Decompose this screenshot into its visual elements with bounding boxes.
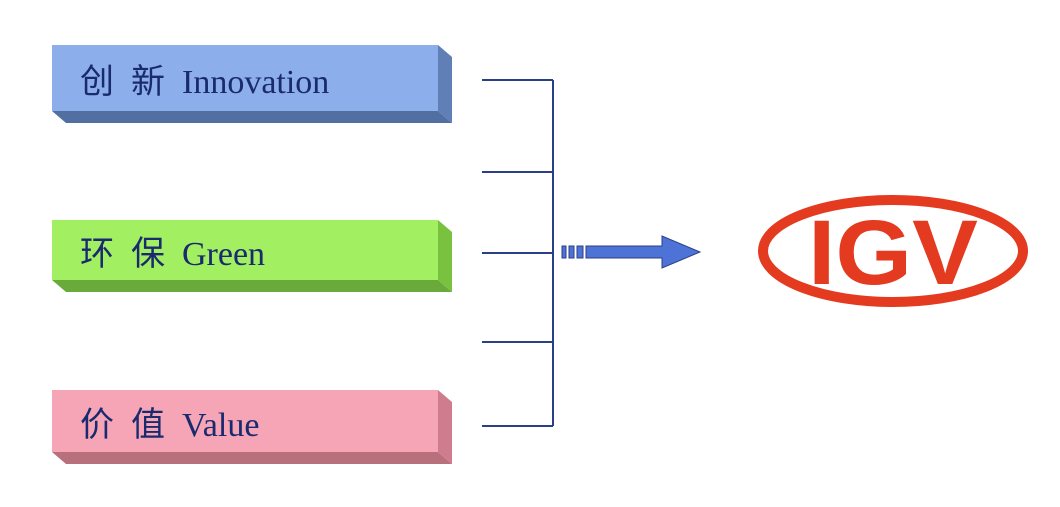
value-box: 价 值 Value <box>52 390 452 464</box>
green-label: 环 保 Green <box>80 235 266 273</box>
bracket-connector <box>482 79 554 427</box>
innovation-label: 创 新 Innovation <box>80 63 330 101</box>
green-box: 环 保 Green <box>52 220 452 292</box>
innovation-box: 创 新 Innovation <box>52 45 452 123</box>
igv-logo: IGV <box>758 195 1028 307</box>
logo-text: IGV <box>808 202 978 304</box>
value-label: 价 值 Value <box>80 406 260 444</box>
arrow-right-icon <box>561 235 702 269</box>
